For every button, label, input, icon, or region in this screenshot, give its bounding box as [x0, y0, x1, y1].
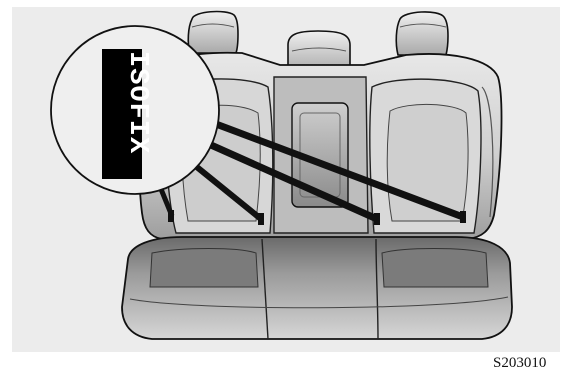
seat-cushion	[122, 237, 512, 339]
headrest-left	[188, 12, 238, 53]
figure-code: S203010	[493, 355, 546, 372]
rear-seat-illustration: ISOFIX	[12, 7, 560, 352]
isofix-callout: ISOFIX	[51, 26, 219, 194]
isofix-label: ISOFIX	[122, 51, 152, 154]
headrest-right	[396, 12, 448, 55]
